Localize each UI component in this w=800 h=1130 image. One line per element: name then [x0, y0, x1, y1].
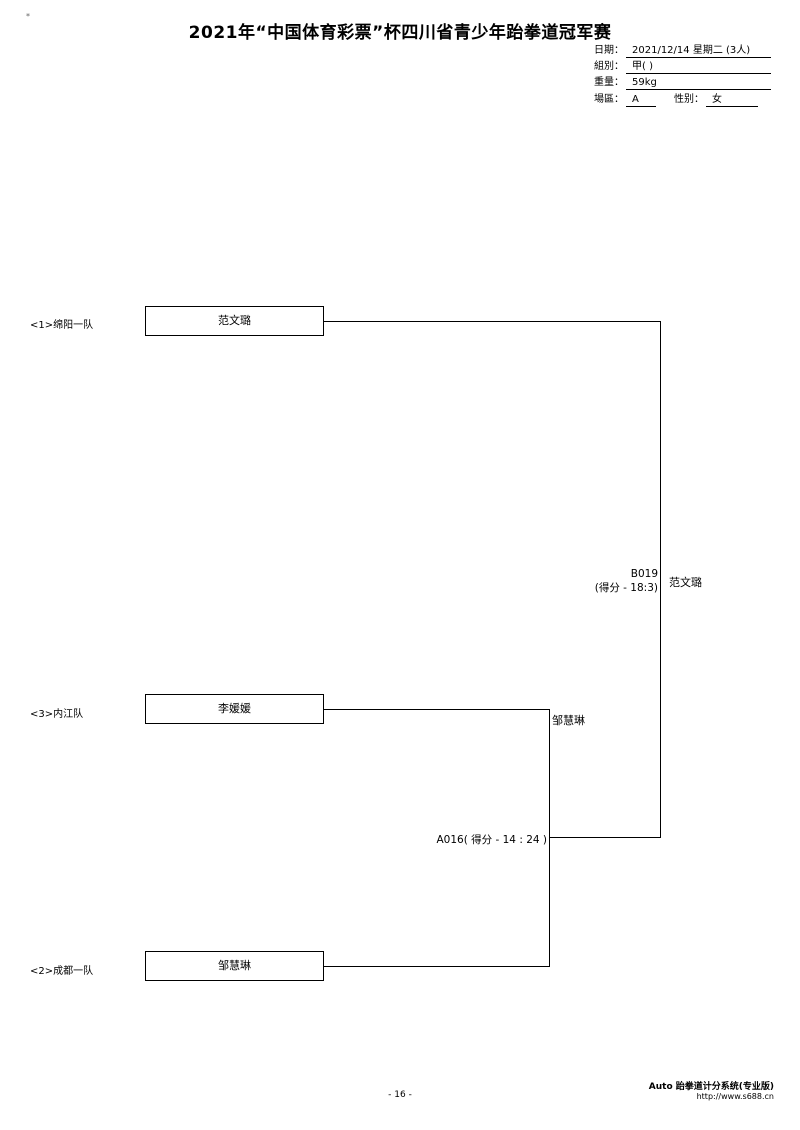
page-title: 2021年“中国体育彩票”杯四川省青少年跆拳道冠军赛 [188, 23, 612, 43]
software-url: http://www.s688.cn [696, 1092, 774, 1101]
bracket-line-entry1 [324, 321, 661, 322]
date-value: 2021/12/14 星期二 (3人) [626, 44, 771, 58]
final-winner-name: 范文璐 [669, 576, 702, 589]
final-match-code: B019 [630, 568, 658, 580]
semi-winner-name: 邹慧琳 [552, 714, 585, 727]
venue-value: A [626, 93, 656, 107]
competitor-box-3: 邹慧琳 [145, 951, 324, 981]
semi-match-label: A016( 得分 - 14 : 24 ) [436, 834, 548, 846]
group-value: 甲( ) [626, 60, 771, 74]
software-name: Auto 跆拳道计分系统(专业版) [648, 1082, 774, 1092]
page-number: - 16 - [388, 1090, 412, 1100]
competitor-box-2: 李媛媛 [145, 694, 324, 724]
bracket-line-semi-out [549, 837, 661, 838]
date-label: 日期： [594, 45, 624, 56]
bracket-line-final-vertical [660, 321, 661, 838]
info-row-group: 組別： 甲( ) [594, 60, 774, 74]
competitor-box-1: 范文璐 [145, 306, 324, 336]
info-row-date: 日期： 2021/12/14 星期二 (3人) [594, 44, 774, 58]
weight-value: 59kg [626, 76, 771, 90]
gender-label: 性别： [674, 94, 704, 105]
bracket-line-entry2 [324, 709, 550, 710]
weight-label: 重量： [594, 77, 624, 88]
gender-value: 女 [706, 93, 758, 107]
seed-team-2: <3>内江队 [30, 709, 84, 720]
bracket-line-entry3 [324, 966, 550, 967]
seed-team-1: <1>绵阳一队 [30, 320, 94, 331]
info-row-venue: 場區： A 性别： 女 [594, 93, 774, 107]
bracket-line-semi-vertical [549, 709, 550, 967]
seed-team-3: <2>成都一队 [30, 966, 94, 977]
info-row-weight: 重量： 59kg [594, 76, 774, 90]
info-block: 日期： 2021/12/14 星期二 (3人) 組別： 甲( ) 重量： 59k… [594, 44, 774, 110]
group-label: 組別： [594, 61, 624, 72]
venue-label: 場區： [594, 94, 624, 105]
corner-mark: * [26, 12, 30, 21]
final-match-score: (得分 - 18:3) [594, 582, 658, 594]
